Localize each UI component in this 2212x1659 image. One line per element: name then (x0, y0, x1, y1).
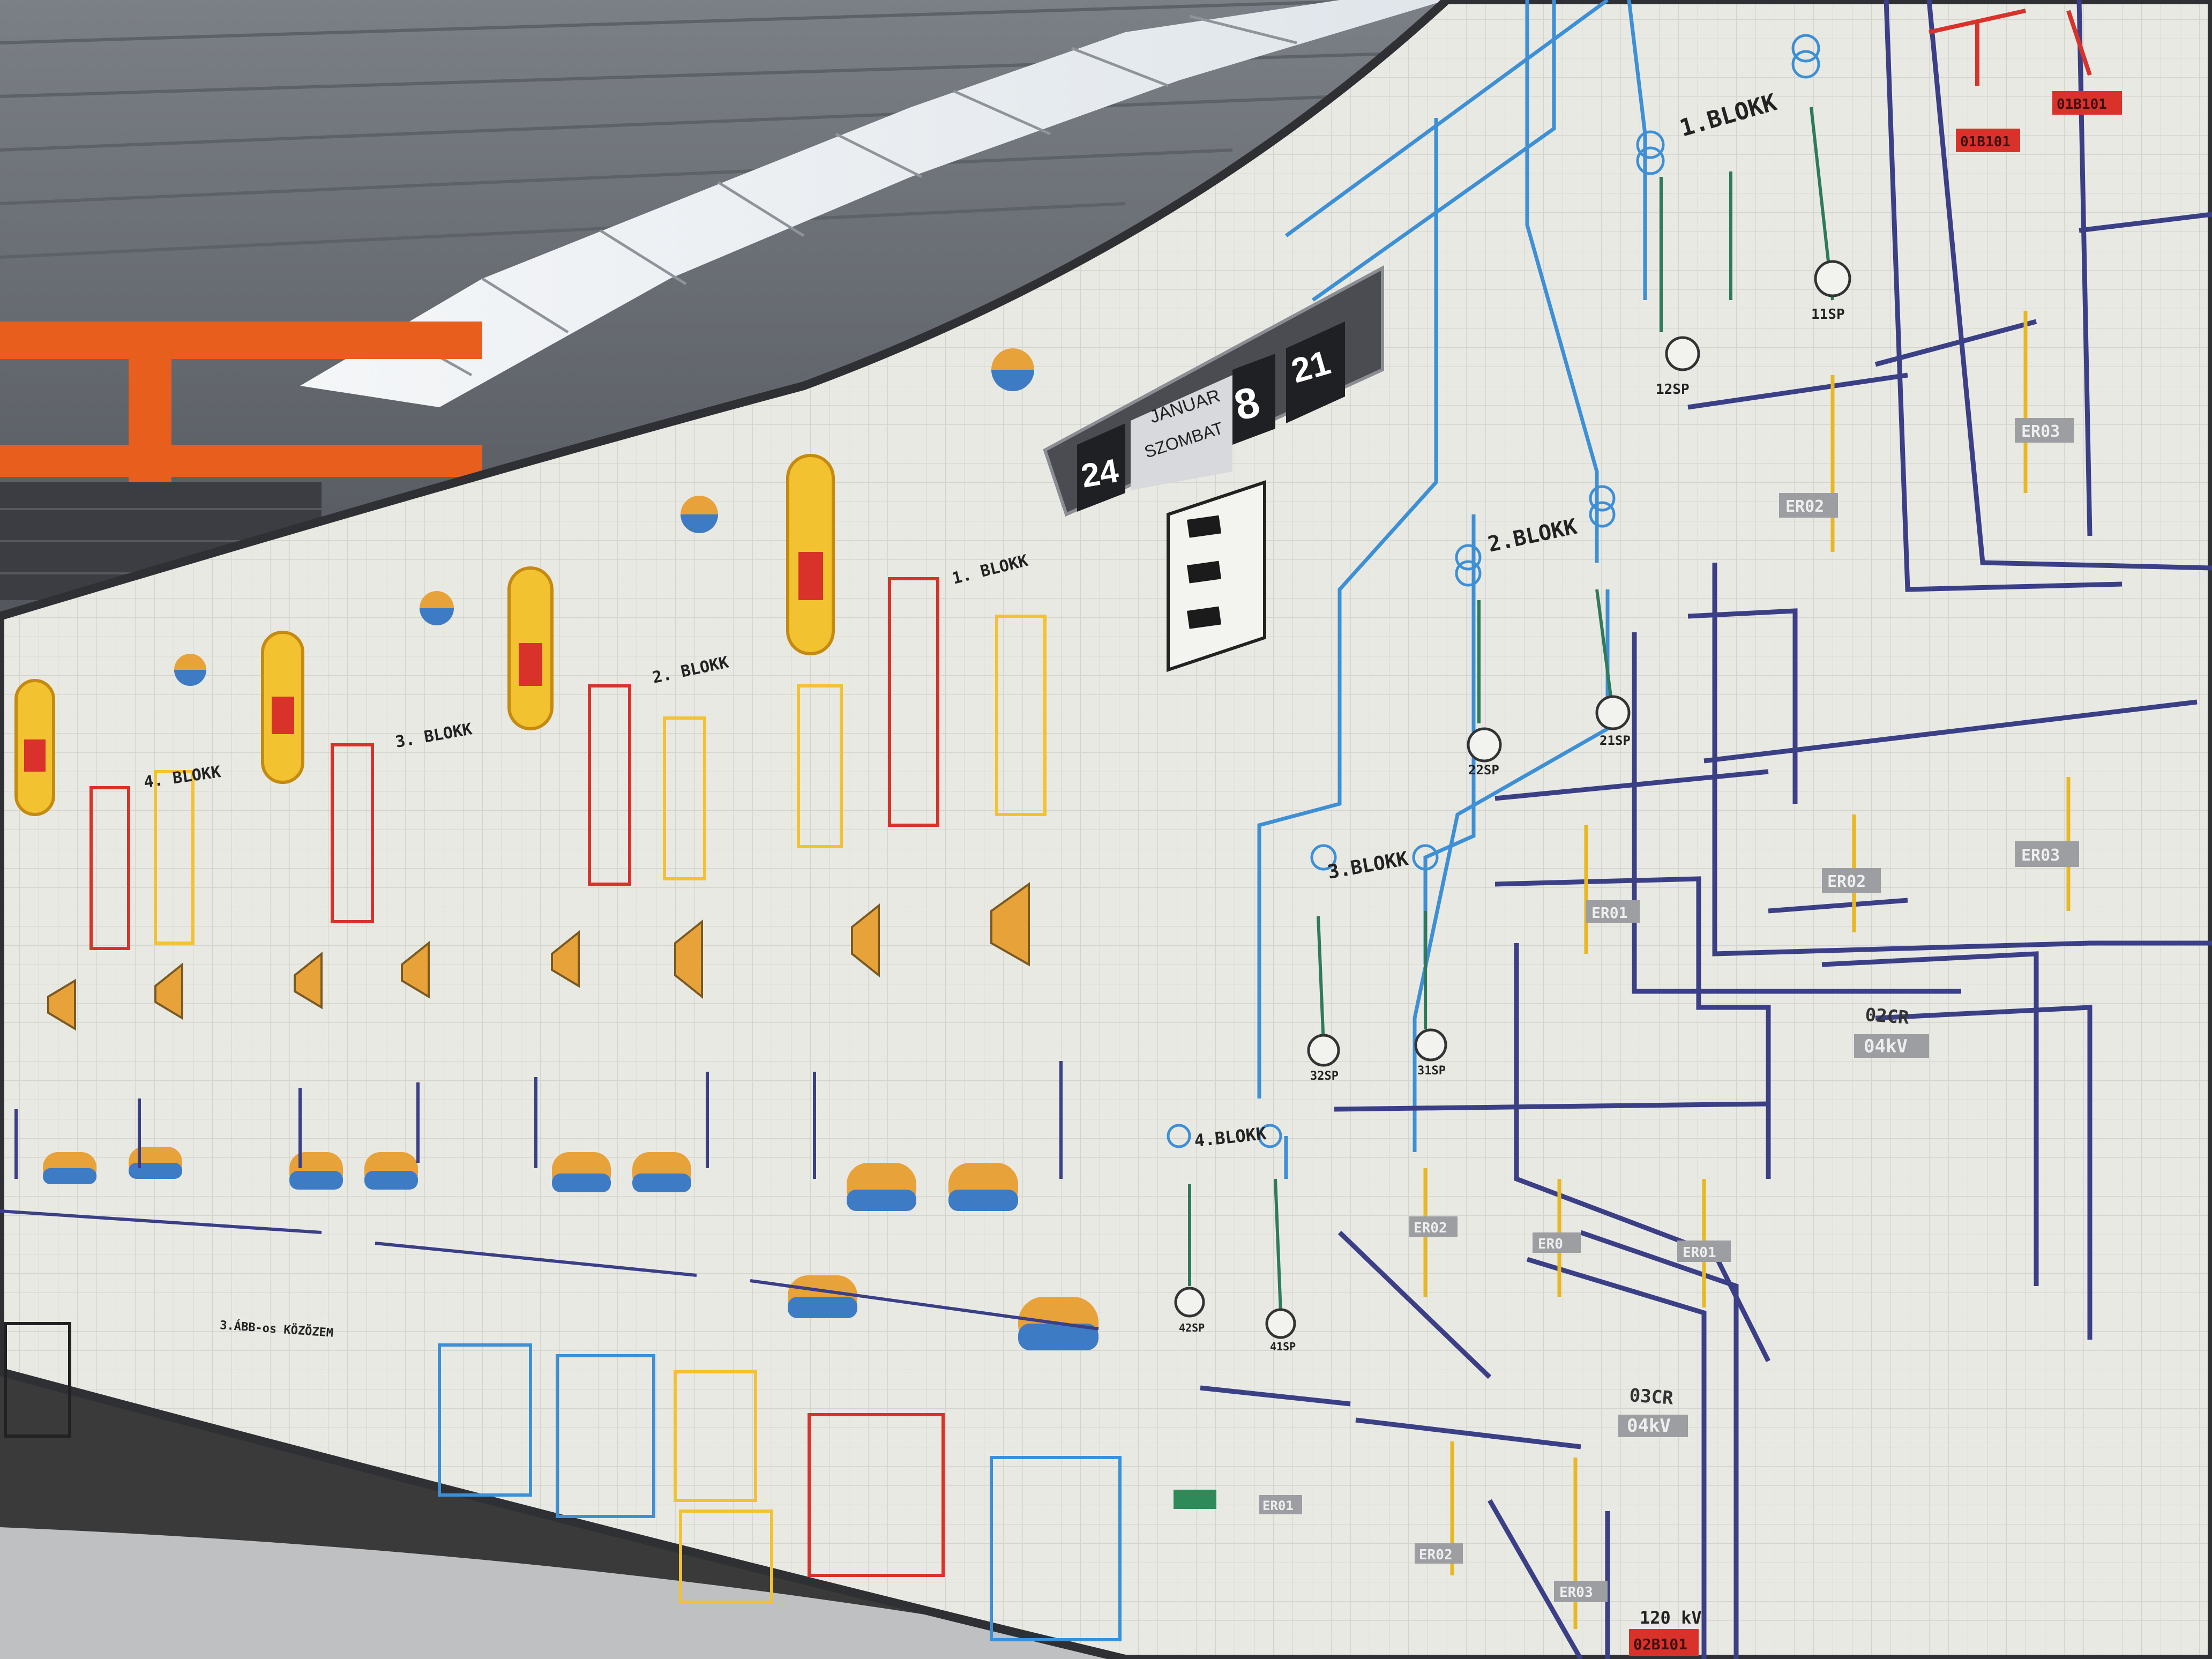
skylight (300, 0, 1447, 407)
clock-day: 24 (1078, 452, 1121, 495)
tag-er01-bottom: ER01 (1262, 1498, 1294, 1513)
reactor-vessel-3 (261, 631, 304, 784)
tag-er01-mid: ER01 (1591, 904, 1627, 922)
red-tag-bottom: 02B101 (1633, 1635, 1687, 1653)
tag-er02-mid: ER02 (1827, 872, 1866, 891)
gen-label-11sp: 11SP (1811, 307, 1845, 323)
tag-er0-low: ER0 (1538, 1236, 1563, 1252)
switchyard1-line1: 02CR (1864, 1004, 1910, 1029)
red-tag-top-1: 01B101 (1960, 134, 2011, 150)
condensers (43, 1147, 1098, 1350)
reactor-vessel-2 (507, 566, 554, 730)
steam-generators (174, 348, 1034, 686)
switchyard-labels: 02CR 04kV 03CR 04kV (1618, 1004, 1929, 1437)
switchyard2-line1: 03CR (1628, 1385, 1674, 1409)
red-feeder-tags: 01B101 01B101 02B101 120 kV (1629, 9, 2122, 1656)
steel-frame (0, 322, 482, 600)
gen-label-31sp: 31SP (1417, 1064, 1446, 1078)
switchyard2-line2: 04kV (1627, 1415, 1671, 1437)
tag-er03-top: ER03 (2021, 422, 2060, 441)
switchyard1-line2: 04kV (1864, 1036, 1908, 1057)
red-tag-top-2: 01B101 (2057, 96, 2107, 113)
reactor-vessel-4 (14, 679, 55, 816)
tag-er03-bottom: ER03 (1559, 1585, 1593, 1601)
floor-highlight (0, 1527, 1179, 1659)
tag-er03-mid: ER03 (2021, 846, 2060, 865)
gen-label-32sp: 32SP (1310, 1070, 1339, 1083)
turbines (47, 882, 1030, 1031)
tag-er02-top: ER02 (1785, 497, 1824, 516)
legend-boxes (4, 1322, 1122, 1641)
green-tag (1174, 1490, 1216, 1509)
gen-label-21sp: 21SP (1600, 733, 1631, 748)
gen-label-12sp: 12SP (1656, 382, 1690, 398)
tag-er01-low: ER01 (1683, 1245, 1716, 1261)
indicator-racks (89, 577, 1047, 950)
gen-label-22sp: 22SP (1468, 763, 1499, 778)
gen-label-41sp: 41SP (1270, 1340, 1296, 1353)
date-clock: 24 JANUAR SZOMBAT 8 21 (1043, 265, 1384, 517)
reactor-vessel-1 (786, 454, 835, 655)
gen-label-42sp: 42SP (1179, 1321, 1205, 1334)
equipment-tags: ER03 ER02 ER01 ER02 ER03 ER02 ER0 ER01 E… (1259, 418, 2079, 1602)
power-readout-box (1167, 480, 1266, 672)
process-diagram (0, 348, 1122, 1641)
tag-er02-bottom: ER02 (1419, 1547, 1453, 1563)
tag-er02-low: ER02 (1414, 1220, 1447, 1236)
voltage-label: 120 kV (1640, 1608, 1702, 1628)
